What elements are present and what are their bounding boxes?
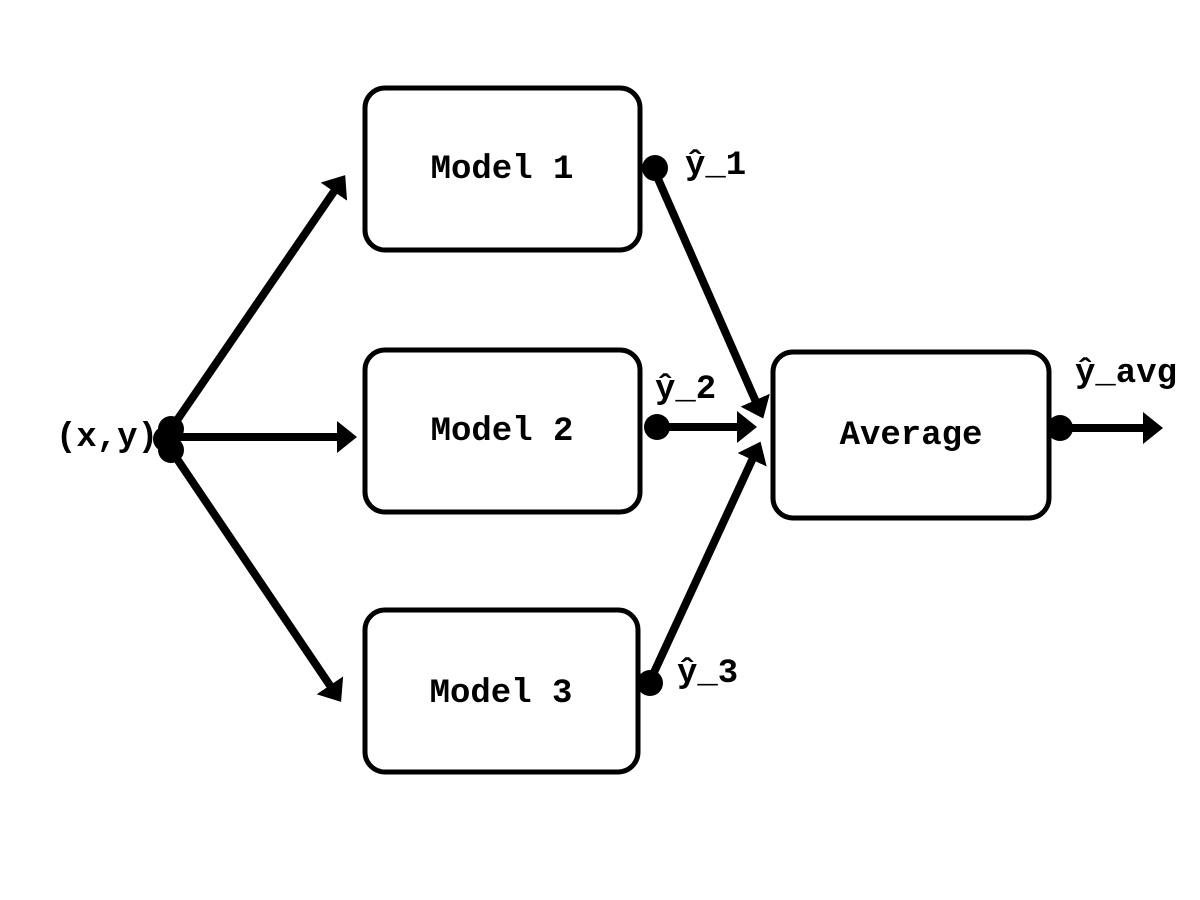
input-connector-dot <box>158 437 184 463</box>
edge-label-y3: ŷ_3 <box>677 655 738 693</box>
edge-label-y1: ŷ_1 <box>685 147 746 185</box>
edge-model3-to-average <box>646 441 767 683</box>
edge-label-y2: ŷ_2 <box>655 371 716 409</box>
node-average <box>770 349 1052 521</box>
node-model-2 <box>362 347 643 515</box>
node-model-1 <box>362 85 643 253</box>
node-model-2-label: Model 2 <box>431 413 574 451</box>
edge-model1-to-average <box>651 170 770 419</box>
edge-input-to-model1 <box>167 175 348 432</box>
node-model-1-label: Model 1 <box>431 151 574 189</box>
average-output-dot <box>1047 415 1073 441</box>
node-average-label: Average <box>840 417 983 455</box>
model1-output-dot <box>642 155 668 181</box>
node-model-3-label: Model 3 <box>430 675 573 713</box>
input-label: (x,y) <box>56 419 158 457</box>
model3-output-dot <box>637 670 663 696</box>
edge-input-to-model3 <box>167 447 344 702</box>
model2-output-dot <box>644 414 670 440</box>
node-model-3 <box>362 607 641 775</box>
edge-label-yavg: ŷ_avg <box>1075 355 1177 393</box>
